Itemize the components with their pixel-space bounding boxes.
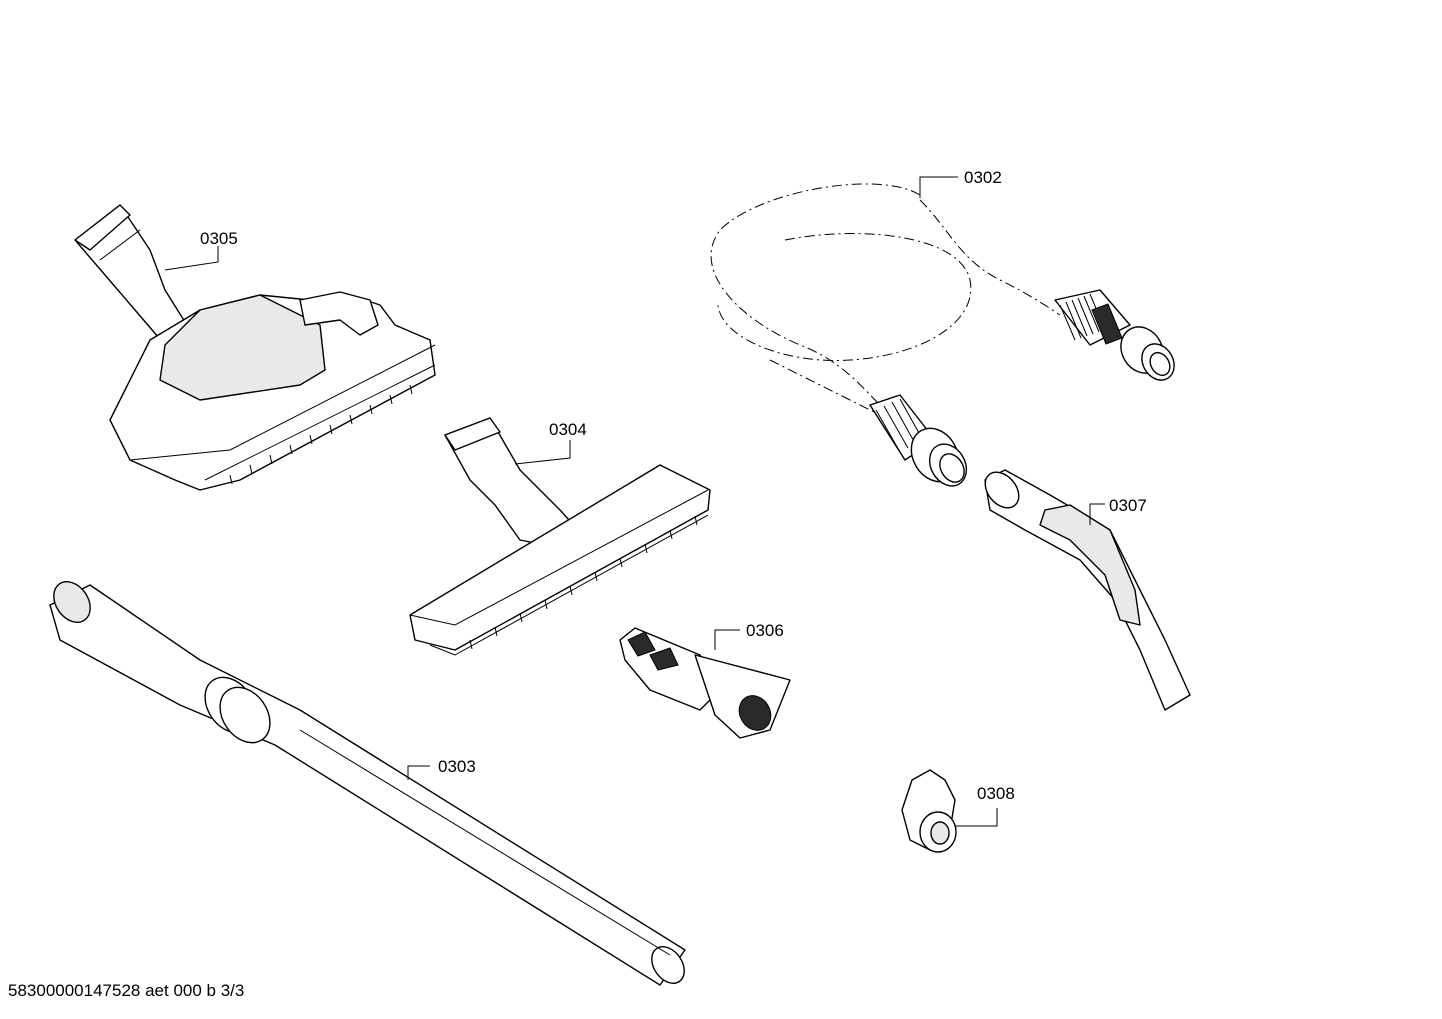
floor-nozzle-drawing [74, 204, 436, 491]
hose-drawing [710, 176, 1175, 487]
part-label-0308: 0308 [977, 784, 1015, 803]
hard-floor-nozzle-drawing [409, 417, 711, 656]
extension-tube-drawing [49, 581, 686, 986]
part-label-0302: 0302 [964, 168, 1002, 187]
handle-drawing [984, 469, 1191, 711]
part-label-0305: 0305 [200, 229, 238, 248]
clip-drawing [901, 769, 998, 853]
upholstery-nozzle-drawing [619, 627, 791, 739]
part-label-0307: 0307 [1109, 496, 1147, 515]
part-label-0303: 0303 [438, 757, 476, 776]
part-label-0304: 0304 [549, 420, 587, 439]
part-label-0306: 0306 [746, 621, 784, 640]
document-reference: 58300000147528 aet 000 b 3/3 [8, 981, 245, 1000]
